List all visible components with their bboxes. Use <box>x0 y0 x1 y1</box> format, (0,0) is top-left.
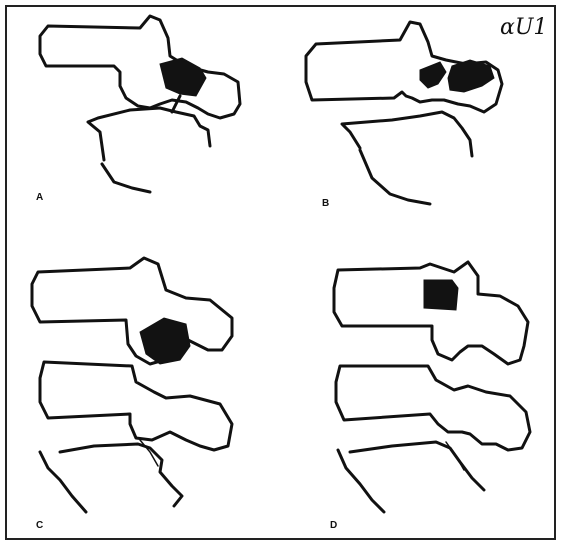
panel-c-lower-vertebra <box>40 362 232 450</box>
panel-d-upper-vertebra <box>334 262 528 364</box>
panel-d-pars-defect <box>424 280 458 310</box>
panel-d: D <box>330 262 530 531</box>
panel-d-label: D <box>330 520 337 531</box>
panel-c-upper-vertebra <box>32 258 232 364</box>
panel-b-lower-facet <box>360 150 430 204</box>
panel-a-lower-vertebra <box>88 108 210 160</box>
panel-b: B <box>306 22 502 209</box>
panel-d-lower-vertebra <box>336 366 530 450</box>
panel-b-lower-vertebra <box>342 112 472 156</box>
panel-d-lower-facet <box>350 442 484 490</box>
panel-c-body-base <box>40 452 86 512</box>
panel-c-label: C <box>36 520 43 531</box>
panel-c: C <box>32 258 232 531</box>
panel-a-lower-facet <box>102 164 150 192</box>
panel-a-upper-vertebra <box>40 16 240 118</box>
panel-c-lower-facet <box>60 444 182 506</box>
corner-mark: αU1 <box>500 15 547 40</box>
panel-b-label: B <box>322 198 329 209</box>
panel-a-label: A <box>36 192 43 203</box>
panel-d-body-base <box>338 450 384 512</box>
panel-a: A <box>36 16 240 203</box>
